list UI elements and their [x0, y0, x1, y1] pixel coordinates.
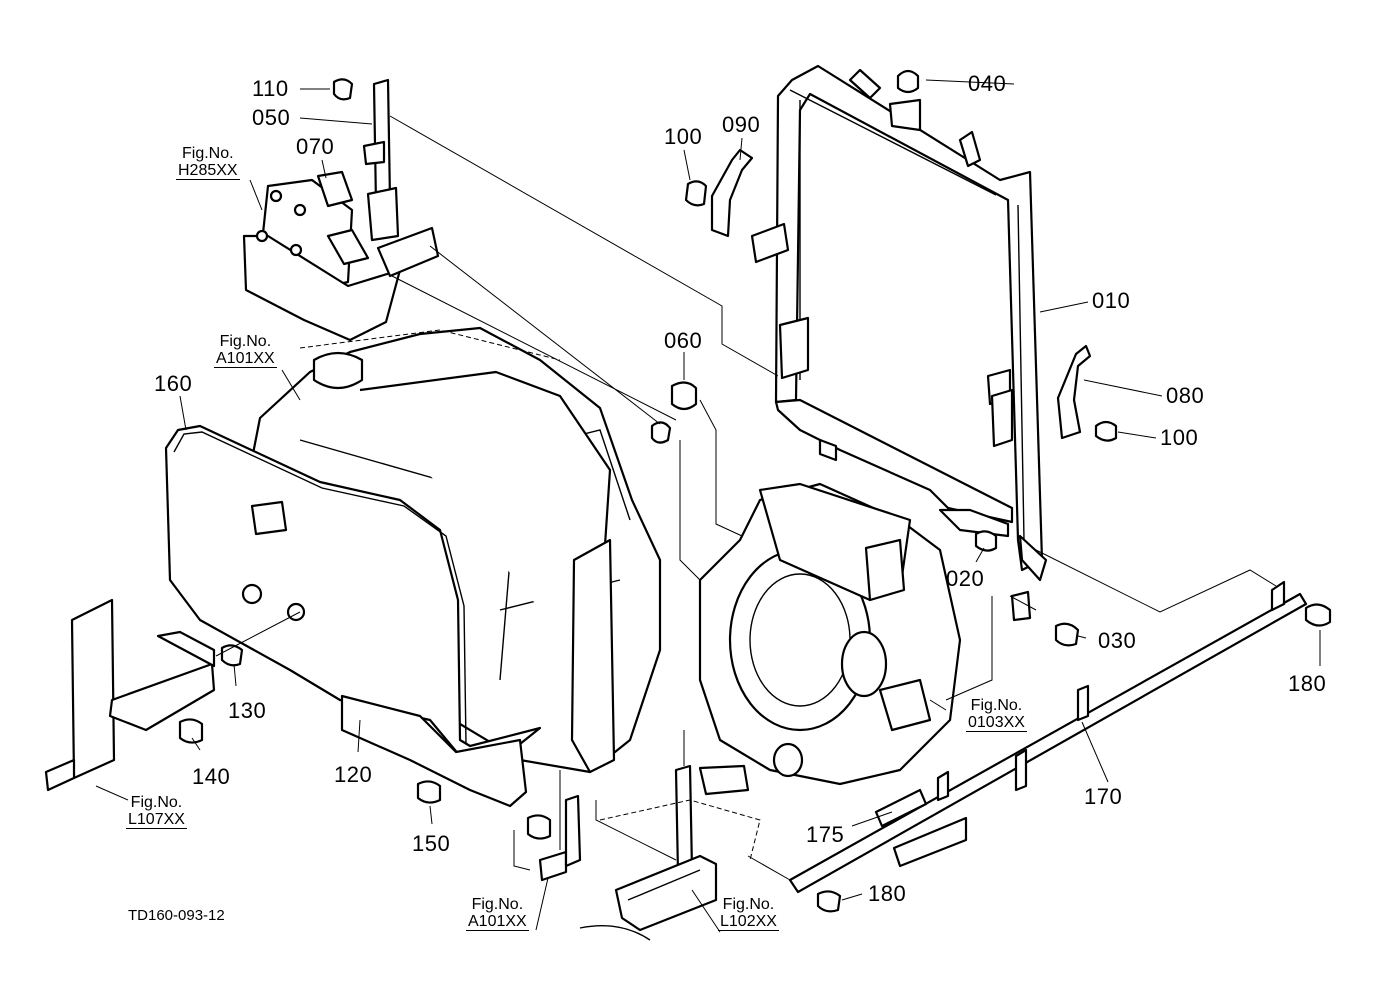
control-block [242, 170, 402, 342]
fig-ref-a101-bottom[interactable]: Fig.No. A101XX [466, 896, 529, 931]
fig-ref-code: H285XX [176, 162, 240, 180]
fig-ref-l102[interactable]: Fig.No. L102XX [718, 896, 779, 931]
part-label-020: 020 [946, 566, 985, 591]
figure-code: TD160-093-12 [128, 907, 225, 924]
part-label-120: 120 [334, 762, 373, 787]
part-020-030-bolts [974, 530, 1080, 647]
fig-ref-code: L102XX [718, 913, 779, 931]
part-label-080: 080 [1166, 383, 1205, 408]
fig-ref-0103[interactable]: Fig.No. 0103XX [966, 697, 1027, 732]
part-080-bracket [1056, 344, 1118, 442]
part-label-040: 040 [968, 71, 1007, 96]
fig-ref-prefix: Fig.No. [182, 145, 234, 162]
fig-ref-code: L107XX [126, 811, 187, 829]
support-bracket-left [44, 598, 244, 792]
support-stand [579, 764, 761, 941]
part-060-collar [650, 381, 698, 444]
fig-ref-prefix: Fig.No. [722, 896, 775, 913]
fig-ref-prefix: Fig.No. [219, 333, 272, 350]
part-label-030: 030 [1098, 628, 1137, 653]
part-label-180-right: 180 [1288, 671, 1327, 696]
support-bracket-bottom [526, 794, 582, 882]
part-label-090: 090 [722, 112, 761, 137]
leader-lines [95, 79, 1321, 933]
fig-ref-code: 0103XX [966, 714, 1027, 732]
part-150-bolt [416, 780, 442, 804]
fig-ref-code: A101XX [466, 913, 529, 931]
fig-ref-code: A101XX [214, 350, 277, 368]
part-label-060: 060 [664, 328, 703, 353]
part-label-140: 140 [192, 764, 231, 789]
part-170-rail [788, 580, 1332, 913]
part-label-070: 070 [296, 134, 335, 159]
part-label-160: 160 [154, 371, 193, 396]
part-label-130: 130 [228, 698, 267, 723]
part-label-050: 050 [252, 105, 291, 130]
part-090-bracket [684, 148, 790, 264]
part-label-100-top: 100 [664, 124, 703, 149]
part-label-010: 010 [1092, 288, 1131, 313]
part-040-cap [896, 69, 920, 94]
part-label-100-right: 100 [1160, 425, 1199, 450]
part-label-110: 110 [252, 76, 289, 101]
fig-ref-l107[interactable]: Fig.No. L107XX [126, 794, 187, 829]
fig-ref-a101-top[interactable]: Fig.No. A101XX [214, 333, 277, 368]
fig-ref-prefix: Fig.No. [130, 794, 183, 811]
fig-ref-prefix: Fig.No. [970, 697, 1023, 714]
part-label-180-bottom: 180 [868, 881, 907, 906]
assembly-lines [215, 115, 1277, 881]
part-label-170: 170 [1084, 784, 1123, 809]
radiator-frame [774, 64, 1048, 622]
part-050-bracket [332, 78, 440, 278]
fig-ref-prefix: Fig.No. [471, 896, 524, 913]
flywheel-housing [698, 482, 962, 786]
part-label-150: 150 [412, 831, 451, 856]
part-160-cover [164, 424, 542, 808]
part-label-175: 175 [806, 822, 845, 847]
fig-ref-h285[interactable]: Fig.No. H285XX [176, 145, 240, 180]
